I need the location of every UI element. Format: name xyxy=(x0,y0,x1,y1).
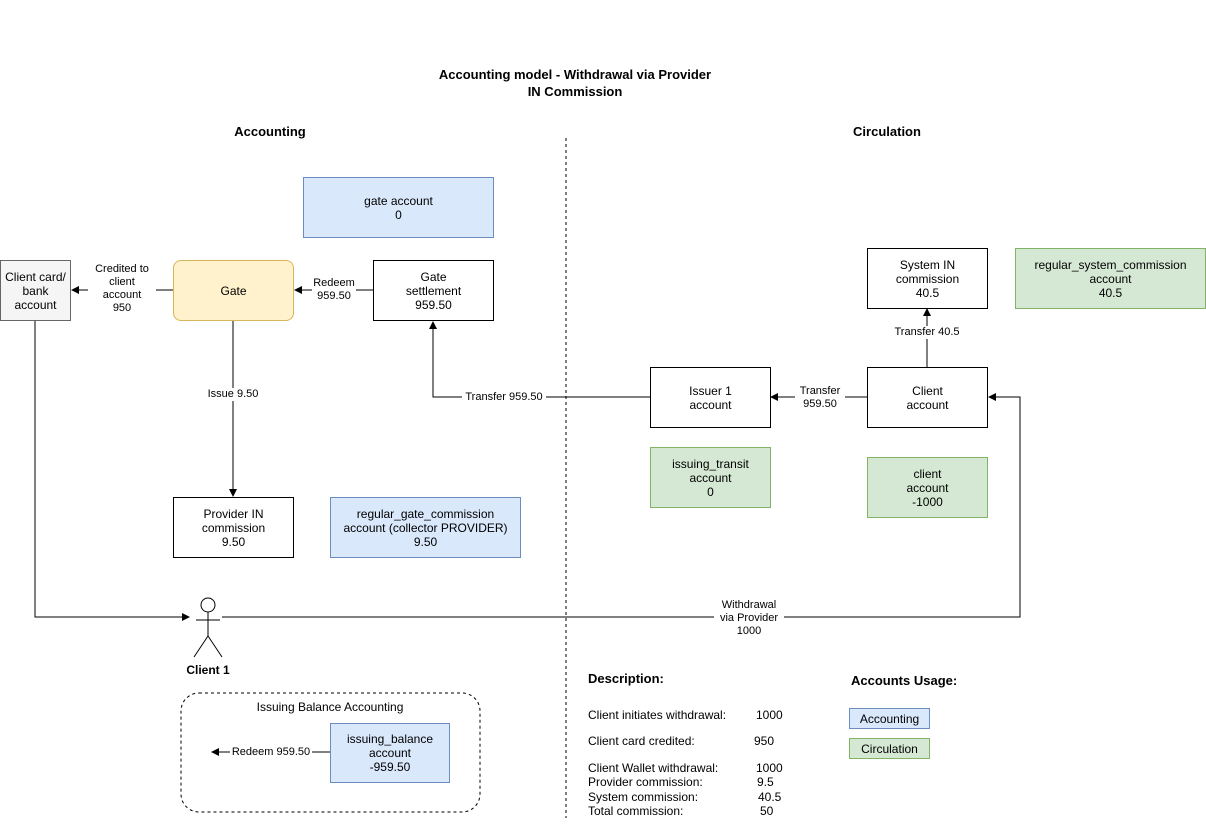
issuer-account-label: Issuer 1 account xyxy=(689,383,732,412)
regular-system-commission-box[interactable]: regular_system_commission account 40.5 xyxy=(1015,248,1206,309)
edge-label-withdrawal: Withdrawal via Provider 1000 xyxy=(714,599,784,638)
gate-settlement-box[interactable]: Gate settlement 959.50 xyxy=(373,260,494,321)
system-in-commission-label: System IN commission 40.5 xyxy=(895,257,960,300)
legend-circulation-label: Circulation xyxy=(861,741,918,756)
desc-value-initiates: 1000 xyxy=(756,708,783,722)
gate-settlement-label: Gate settlement 959.50 xyxy=(405,269,462,312)
gate-label: Gate xyxy=(220,283,247,298)
desc-value-total: 50 xyxy=(760,804,774,818)
client-account-box[interactable]: Client account xyxy=(867,367,988,428)
usage-heading: Accounts Usage: xyxy=(851,673,958,688)
desc-value-card: 950 xyxy=(754,734,775,748)
issuing-balance-group xyxy=(180,692,481,813)
legend-circulation: Circulation xyxy=(849,738,930,759)
client-actor-label: Client 1 xyxy=(186,663,230,677)
issuing-transit-label: issuing_transit account 0 xyxy=(672,456,749,499)
provider-in-commission-label: Provider IN commission 9.50 xyxy=(201,506,266,549)
system-in-commission-box[interactable]: System IN commission 40.5 xyxy=(867,248,988,309)
issuing-group-title: Issuing Balance Accounting xyxy=(256,700,404,714)
circulation-section-title: Circulation xyxy=(853,124,921,139)
edge-withdrawal xyxy=(222,393,1021,618)
edge-transfer-959 xyxy=(429,321,650,398)
regular-system-commission-label: regular_system_commission account 40.5 xyxy=(1034,257,1187,300)
desc-label-initiates: Client initiates withdrawal: xyxy=(588,708,727,722)
desc-value-provider: 9.5 xyxy=(757,775,774,789)
issuing-transit-box[interactable]: issuing_transit account 0 xyxy=(650,447,771,508)
desc-label-provider: Provider commission: xyxy=(588,775,703,789)
client-account-green-box[interactable]: client account -1000 xyxy=(867,457,988,518)
edge-label-transfer-40: Transfer 40.5 xyxy=(891,326,963,339)
legend-accounting: Accounting xyxy=(849,708,930,729)
gate-account-label: gate account 0 xyxy=(364,193,433,222)
client-card-box[interactable]: Client card/ bank account xyxy=(0,260,71,321)
desc-label-card: Client card credited: xyxy=(588,734,695,748)
desc-value-wallet: 1000 xyxy=(756,761,783,775)
edge-card-to-client xyxy=(34,320,190,621)
edge-label-redeem: Redeem 959.50 xyxy=(312,277,356,303)
edge-label-transfer-issuer: Transfer 959.50 xyxy=(795,385,845,411)
gate-account-box[interactable]: gate account 0 xyxy=(303,177,494,238)
client-account-green-label: client account -1000 xyxy=(906,466,949,509)
issuing-balance-box[interactable]: issuing_balance account -959.50 xyxy=(330,723,450,783)
edge-label-issue: Issue 9.50 xyxy=(203,388,263,401)
issuer-account-box[interactable]: Issuer 1 account xyxy=(650,367,771,428)
description-heading: Description: xyxy=(588,671,664,686)
desc-value-system: 40.5 xyxy=(758,790,782,804)
edge-label-credited: Credited to client account 950 xyxy=(88,263,156,315)
desc-label-total: Total commission: xyxy=(588,804,684,818)
desc-label-system: System commission: xyxy=(588,790,699,804)
client-card-label: Client card/ bank account xyxy=(5,269,66,312)
edge-label-redeem-balance: Redeem 959.50 xyxy=(230,746,312,759)
accounting-section-title: Accounting xyxy=(234,124,306,139)
issuing-balance-label: issuing_balance account -959.50 xyxy=(346,732,434,774)
diagram-title: Accounting model - Withdrawal via Provid… xyxy=(438,67,712,99)
legend-accounting-label: Accounting xyxy=(859,711,920,726)
regular-gate-commission-label: regular_gate_commission account (collect… xyxy=(343,506,508,549)
desc-label-wallet: Client Wallet withdrawal: xyxy=(588,761,719,775)
edge-label-transfer-959: Transfer 959.50 xyxy=(462,391,546,404)
client-account-label: Client account xyxy=(906,383,949,412)
regular-gate-commission-box[interactable]: regular_gate_commission account (collect… xyxy=(330,497,521,558)
gate-box[interactable]: Gate xyxy=(173,260,294,321)
client-actor-figure xyxy=(193,597,223,658)
provider-in-commission-box[interactable]: Provider IN commission 9.50 xyxy=(173,497,294,558)
